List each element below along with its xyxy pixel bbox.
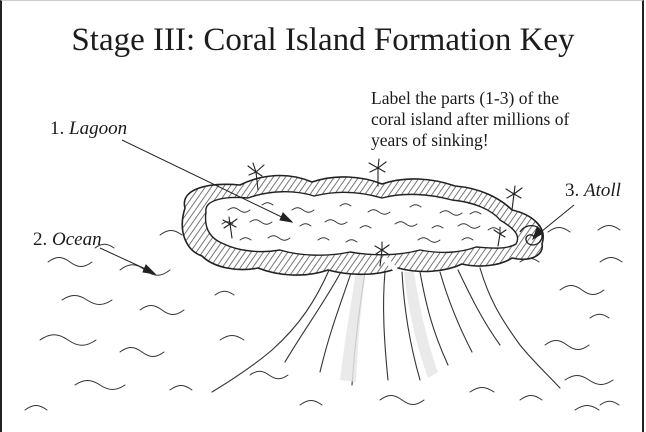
ocean-arrowhead [143,265,155,274]
volcano-cone [212,268,560,392]
